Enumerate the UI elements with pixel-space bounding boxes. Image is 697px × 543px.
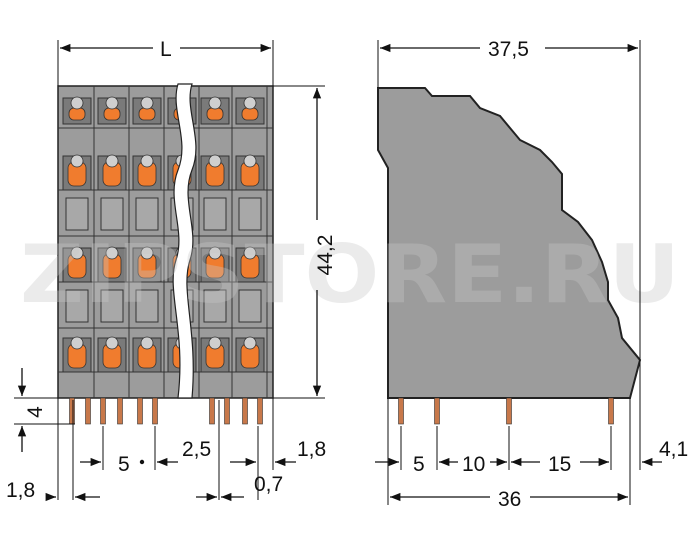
- release-hole: [105, 246, 119, 260]
- solder-pin: [152, 397, 158, 425]
- clamp-lever: [103, 107, 121, 121]
- dim-edge-right: 1,8: [297, 438, 326, 461]
- dim-pin-length: 4: [24, 406, 47, 418]
- clamp-lever: [68, 107, 86, 121]
- release-hole: [208, 336, 222, 350]
- solder-pin: [209, 397, 215, 425]
- wire-entry: [135, 197, 159, 231]
- dim-pin-width: 0,7: [254, 473, 283, 496]
- release-hole: [140, 96, 154, 110]
- clamp-lever: [241, 107, 259, 121]
- dim-side-pin-3: 15: [548, 453, 571, 476]
- release-hole: [140, 154, 154, 168]
- solder-pin: [506, 397, 512, 425]
- release-hole: [208, 246, 222, 260]
- release-hole: [208, 154, 222, 168]
- wire-entry: [100, 197, 124, 231]
- dim-pitch: 5: [118, 453, 130, 476]
- release-hole: [243, 96, 257, 110]
- wire-entry: [238, 197, 262, 231]
- clamp-lever: [138, 107, 156, 121]
- solder-pin: [137, 397, 143, 425]
- wire-entry: [203, 197, 227, 231]
- watermark: ZIPSTORE.RU: [20, 228, 680, 321]
- dim-edge-left: 1,8: [6, 479, 35, 502]
- release-hole: [70, 246, 84, 260]
- release-hole: [243, 336, 257, 350]
- release-hole: [243, 154, 257, 168]
- release-hole: [70, 96, 84, 110]
- dim-side-pin-1: 5: [413, 453, 425, 476]
- release-hole: [70, 154, 84, 168]
- solder-pin: [257, 397, 263, 425]
- solder-pin: [434, 397, 440, 425]
- dim-width-l: L: [160, 38, 172, 61]
- solder-pin: [69, 397, 75, 425]
- solder-pin: [608, 397, 614, 425]
- solder-pin: [117, 397, 123, 425]
- dim-side-bottom-width: 36: [498, 488, 521, 511]
- release-hole: [70, 336, 84, 350]
- release-hole: [105, 154, 119, 168]
- dim-pitch-half: 2,5: [182, 438, 211, 461]
- release-hole: [105, 96, 119, 110]
- front-pins: [69, 397, 263, 425]
- solder-pin: [242, 397, 248, 425]
- side-pins: [398, 397, 614, 425]
- wire-entry: [238, 289, 262, 323]
- solder-pin: [224, 397, 230, 425]
- wire-entry: [135, 289, 159, 323]
- release-hole: [105, 336, 119, 350]
- dim-side-offset: 4,1: [659, 438, 688, 461]
- dimension-lines: [14, 40, 662, 505]
- wire-entry: [203, 289, 227, 323]
- wire-entry: [65, 197, 89, 231]
- dim-height: 44,2: [314, 235, 337, 276]
- clamp-lever: [206, 107, 224, 121]
- front-view: [57, 83, 274, 425]
- release-hole: [140, 246, 154, 260]
- release-hole: [140, 336, 154, 350]
- dim-side-pin-2: 10: [462, 453, 485, 476]
- break-gap: [172, 83, 197, 399]
- solder-pin: [85, 397, 91, 425]
- solder-pin: [398, 397, 404, 425]
- release-hole: [208, 96, 222, 110]
- wire-entry: [100, 289, 124, 323]
- side-view: [377, 87, 642, 425]
- release-hole: [243, 246, 257, 260]
- wire-entry: [65, 289, 89, 323]
- dim-side-top-width: 37,5: [488, 38, 529, 61]
- solder-pin: [100, 397, 106, 425]
